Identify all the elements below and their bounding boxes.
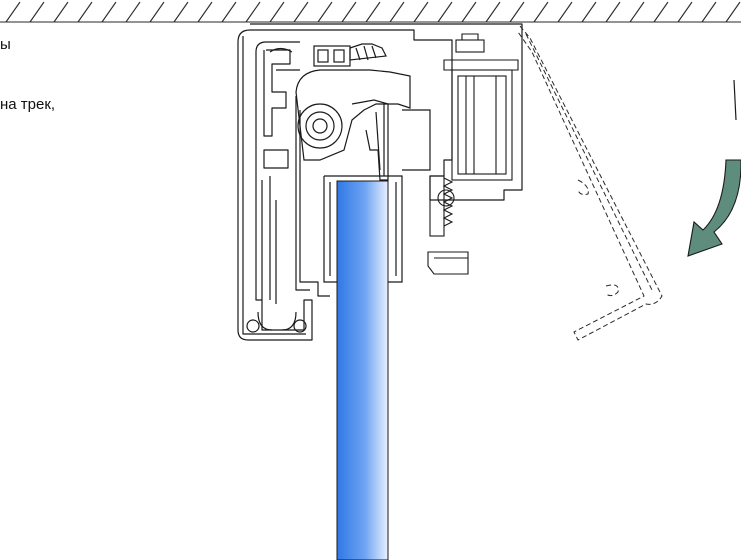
glass-panel xyxy=(336,180,389,560)
curved-arrow-icon xyxy=(687,79,741,257)
spring-roller xyxy=(427,33,519,275)
track-profile xyxy=(237,23,523,341)
ceiling-hatching xyxy=(0,1,741,23)
caption-text-line-2: на трек, xyxy=(0,96,56,113)
caption-text-line-1: ы xyxy=(0,36,11,53)
dashed-cover-open xyxy=(517,25,663,341)
carriage-assembly xyxy=(295,43,431,283)
